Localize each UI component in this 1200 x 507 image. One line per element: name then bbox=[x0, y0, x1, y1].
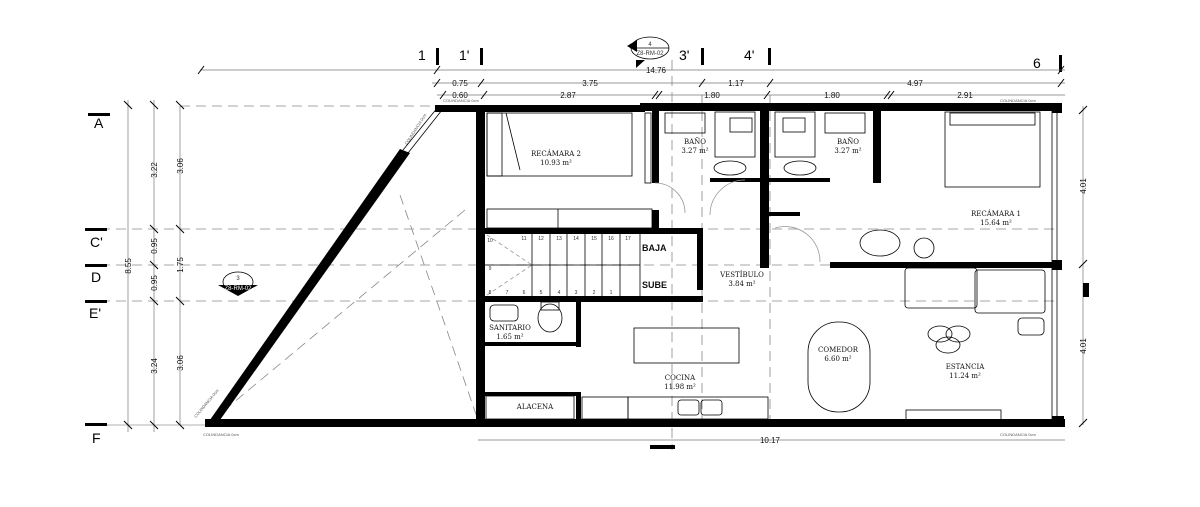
label: 1 bbox=[610, 290, 613, 296]
label: 6 bbox=[523, 290, 526, 296]
dimensions: 14.76 0.75 3.75 1.17 4.97 0.60 2.87 1.80… bbox=[123, 65, 1089, 449]
boundary-label: COLINDANCIA 0cm bbox=[1000, 432, 1036, 437]
room-area: 11.98 m² bbox=[664, 383, 696, 391]
room-labels: RECÁMARA 2 10.93 m² BAÑO 3.27 m² BAÑO 3.… bbox=[489, 137, 1021, 411]
room-area: 10.93 m² bbox=[540, 159, 572, 167]
label: 3 bbox=[236, 276, 240, 282]
dim: 1.17 bbox=[728, 79, 744, 88]
room-area: 3.84 m² bbox=[728, 280, 755, 288]
dim: 3.06 bbox=[176, 158, 185, 174]
label: 12 bbox=[538, 236, 544, 242]
axis-label-1-prime: 1' bbox=[459, 47, 469, 63]
label: 2 bbox=[593, 290, 596, 296]
grid-lines bbox=[100, 60, 1060, 450]
room-name: SANITARIO bbox=[489, 324, 531, 332]
room-name: VESTÍBULO bbox=[719, 270, 764, 279]
dim: 2.91 bbox=[957, 91, 973, 100]
label: Z8-RM-02 bbox=[224, 286, 252, 292]
room-name: RECÁMARA 1 bbox=[971, 209, 1021, 218]
room-name: COMEDOR bbox=[818, 346, 859, 354]
furniture bbox=[485, 111, 1046, 421]
label: 14 bbox=[573, 236, 579, 242]
axis-label-F: F bbox=[92, 430, 101, 446]
room-name: BAÑO bbox=[684, 137, 706, 146]
axis-label-6: 6 bbox=[1033, 55, 1041, 71]
dim: 1.80 bbox=[704, 91, 720, 100]
axis-label-C-prime: C' bbox=[90, 234, 103, 250]
dim-bottom: 10.17 bbox=[760, 436, 781, 445]
axis-label-E-prime: E' bbox=[89, 305, 101, 321]
stairs-up-label: SUBE bbox=[642, 280, 667, 290]
axis-label-A: A bbox=[94, 115, 104, 131]
boundary-label: COLINDANCIA 0cm bbox=[443, 98, 479, 103]
room-name: ALACENA bbox=[516, 403, 554, 411]
walls bbox=[205, 103, 1065, 427]
dim: 4.01 bbox=[1079, 178, 1088, 194]
room-area: 3.27 m² bbox=[681, 147, 708, 155]
label: 16 bbox=[608, 236, 614, 242]
room-name: BAÑO bbox=[837, 137, 859, 146]
dim: 0.95 bbox=[150, 238, 159, 254]
section-marker-3[interactable]: 3 Z8-RM-02 bbox=[218, 271, 258, 296]
staircase: 1 2 3 4 5 6 7 8 9 10 11 12 13 14 15 16 1… bbox=[485, 234, 667, 296]
room-area: 11.24 m² bbox=[949, 372, 981, 380]
dim: 3.22 bbox=[150, 162, 159, 178]
room-area: 3.27 m² bbox=[834, 147, 861, 155]
dim: 2.87 bbox=[560, 91, 576, 100]
axis-label-D: D bbox=[91, 269, 101, 285]
dim: 3.75 bbox=[582, 79, 598, 88]
dim: 0.60 bbox=[452, 91, 468, 100]
label: 8 bbox=[489, 290, 492, 296]
dim: 0.95 bbox=[150, 275, 159, 291]
label: 5 bbox=[540, 290, 543, 296]
room-area: 6.60 m² bbox=[824, 355, 851, 363]
label: 10 bbox=[487, 238, 493, 244]
room-area: 15.64 m² bbox=[980, 219, 1012, 227]
dim: 4.97 bbox=[907, 79, 923, 88]
boundary-label: COLINDANCIA 0cm bbox=[1000, 98, 1036, 103]
dim: 4.01 bbox=[1079, 338, 1088, 354]
label: 4 bbox=[648, 42, 652, 48]
axis-label-1: 1 bbox=[418, 47, 426, 63]
section-marker-4[interactable]: 4 Z8-RM-02 bbox=[627, 36, 670, 68]
label: 13 bbox=[556, 236, 562, 242]
axis-label-4-prime: 4' bbox=[744, 47, 754, 63]
boundary-label: COLINDANCIA 0cm bbox=[404, 112, 428, 145]
dim-top-total: 14.76 bbox=[646, 66, 667, 75]
room-area: 1.65 m² bbox=[496, 333, 523, 341]
label: 15 bbox=[591, 236, 597, 242]
label: 9 bbox=[489, 266, 492, 272]
grid-axis-markers: 1 1' 3' 4' 6 A C' D E' F bbox=[85, 47, 1062, 446]
axis-label-3-prime: 3' bbox=[679, 47, 689, 63]
label: 3 bbox=[575, 290, 578, 296]
room-name: ESTANCIA bbox=[946, 363, 985, 371]
dim: 1.75 bbox=[176, 257, 185, 273]
room-name: RECÁMARA 2 bbox=[531, 149, 581, 158]
dim-left-total: 8.55 bbox=[124, 258, 133, 274]
label: 4 bbox=[558, 290, 561, 296]
dim: 3.06 bbox=[176, 355, 185, 371]
dim: 0.75 bbox=[452, 79, 468, 88]
label: 11 bbox=[521, 236, 526, 242]
label: 17 bbox=[625, 236, 631, 242]
stairs-down-label: BAJA bbox=[642, 243, 667, 253]
label: 7 bbox=[506, 290, 509, 296]
dim: 1.80 bbox=[824, 91, 840, 100]
dim: 3.24 bbox=[150, 358, 159, 374]
room-name: COCINA bbox=[665, 374, 696, 382]
label: Z8-RM-02 bbox=[636, 51, 664, 57]
boundary-label: COLINDANCIA 0cm bbox=[203, 432, 239, 437]
